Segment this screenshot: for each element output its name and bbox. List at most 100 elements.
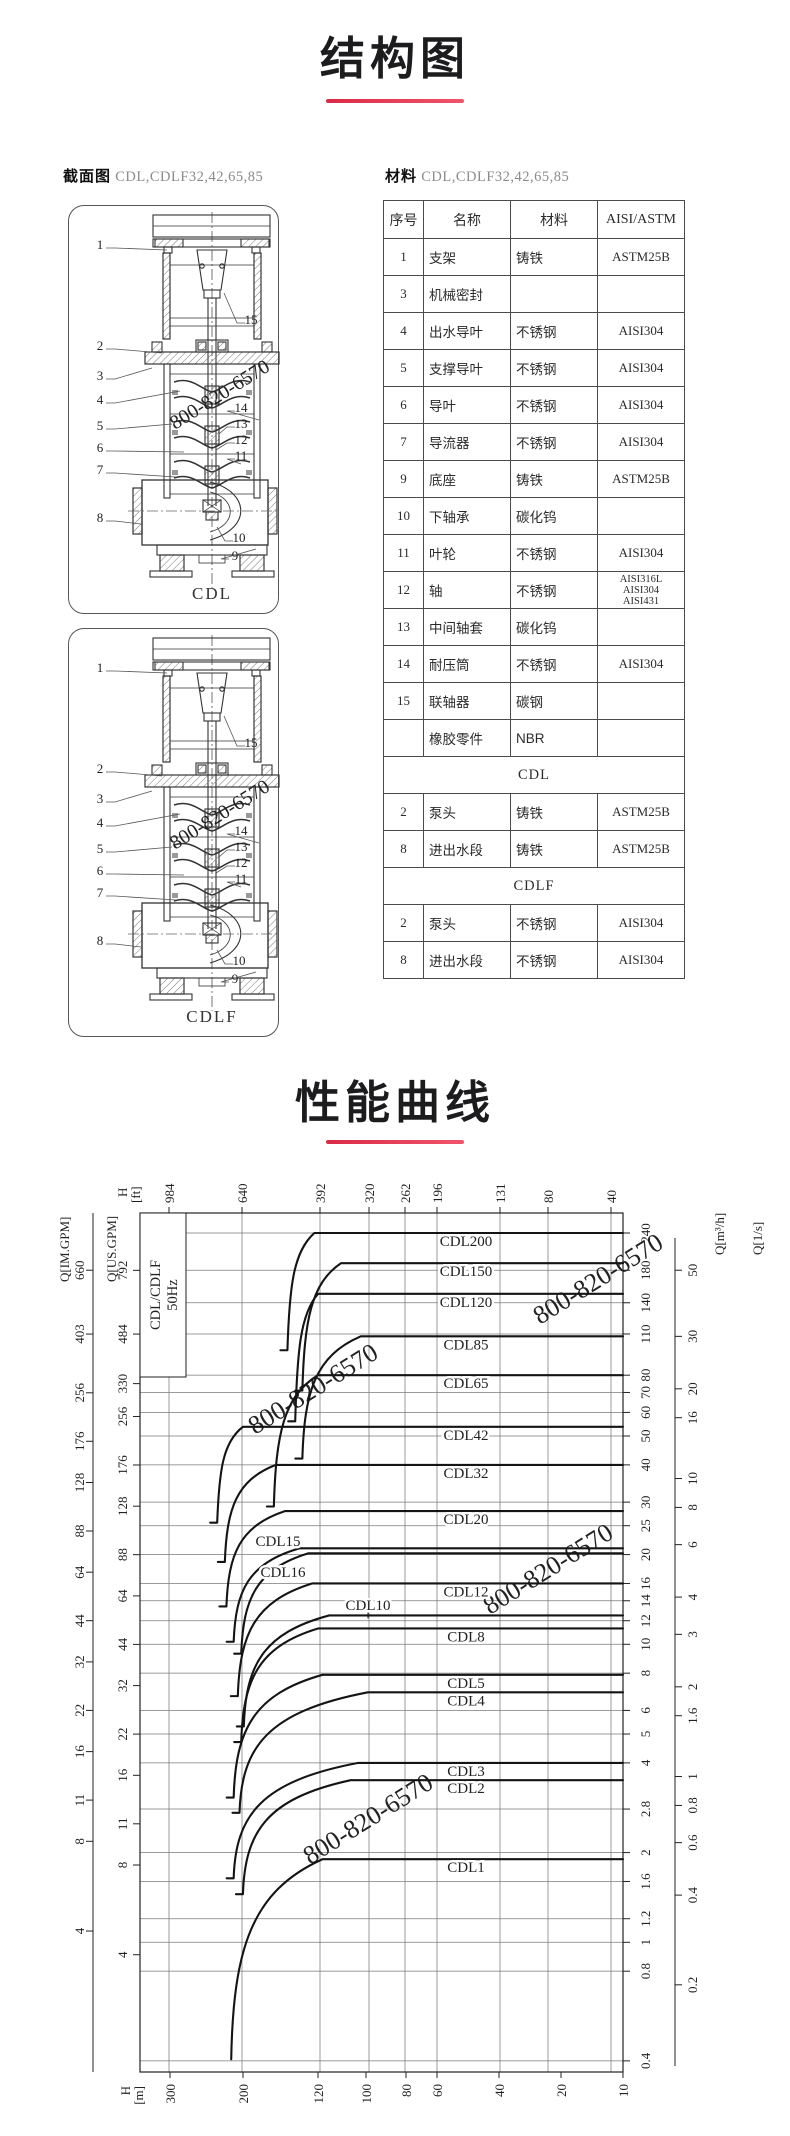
svg-text:1.6: 1.6	[638, 1873, 653, 1890]
svg-text:11: 11	[72, 1794, 87, 1807]
callout-number: 14	[235, 400, 249, 415]
materials-cell	[597, 608, 685, 646]
svg-text:Q[US.GPM]: Q[US.GPM]	[104, 1216, 119, 1282]
callout-number: 8	[97, 510, 104, 525]
svg-text:60: 60	[430, 2084, 445, 2097]
materials-cell: 下轴承	[423, 497, 511, 535]
svg-text:660: 660	[72, 1260, 87, 1280]
materials-cell: AISI304	[597, 312, 685, 350]
curve-label-CDL12: CDL12	[444, 1584, 489, 1600]
callout-number: 11	[235, 448, 248, 463]
svg-text:10: 10	[685, 1472, 700, 1485]
callout-number: 6	[97, 440, 104, 455]
materials-cell: 泵头	[423, 904, 511, 942]
svg-text:640: 640	[235, 1184, 250, 1204]
materials-cell: AISI304	[597, 349, 685, 387]
curve-label-CDL2: CDL2	[447, 1781, 485, 1797]
page-title-structure: 结构图	[319, 33, 470, 84]
svg-text:403: 403	[72, 1324, 87, 1344]
svg-text:16: 16	[685, 1411, 700, 1425]
curve-CDL32	[216, 1463, 625, 1563]
materials-col-header: 材料	[510, 200, 598, 239]
svg-text:10: 10	[638, 1638, 653, 1651]
curve-label-CDL200: CDL200	[440, 1234, 493, 1250]
materials-cell: 13	[383, 608, 424, 646]
svg-text:0.4: 0.4	[638, 2052, 653, 2069]
callout-number: 5	[97, 418, 104, 433]
materials-cell: 轴	[423, 571, 511, 609]
materials-cell: 铸铁	[510, 460, 598, 498]
materials-cell: 耐压筒	[423, 645, 511, 683]
svg-text:200: 200	[236, 2084, 251, 2104]
svg-text:300: 300	[163, 2084, 178, 2104]
materials-cell: 支架	[423, 238, 511, 276]
curve-label-CDL20: CDL20	[444, 1512, 489, 1528]
materials-cell: 不锈钢	[510, 349, 598, 387]
svg-text:120: 120	[311, 2084, 326, 2104]
svg-text:320: 320	[362, 1184, 377, 1204]
svg-text:16: 16	[115, 1768, 130, 1782]
curve-label-CDL4: CDL4	[447, 1693, 485, 1709]
callout-number: 9	[232, 548, 239, 563]
svg-text:44: 44	[115, 1637, 130, 1651]
materials-cell: 1	[383, 238, 424, 276]
svg-text:Q[m³/h]: Q[m³/h]	[712, 1213, 727, 1255]
materials-cell: 不锈钢	[510, 386, 598, 424]
svg-text:70: 70	[638, 1386, 653, 1399]
materials-col-header: 名称	[423, 200, 511, 239]
curve-label-CDL15: CDL15	[256, 1534, 301, 1550]
svg-text:4: 4	[72, 1927, 87, 1934]
curve-label-CDL120: CDL120	[440, 1295, 493, 1311]
materials-cell: 机械密封	[423, 275, 511, 313]
callout-number: 9	[232, 971, 239, 986]
curve-label-CDL32: CDL32	[444, 1466, 489, 1482]
materials-cell	[383, 719, 424, 757]
svg-text:10: 10	[616, 2084, 631, 2097]
svg-text:176: 176	[72, 1431, 87, 1451]
svg-text:128: 128	[72, 1473, 87, 1493]
section-view-header: 截面图 CDL,CDLF32,42,65,85	[63, 165, 263, 186]
materials-cell: 3	[383, 275, 424, 313]
watermark: 800-820-6570	[298, 1767, 438, 1870]
watermark: 800-820-6570	[243, 1337, 383, 1440]
callout-number: 2	[97, 761, 104, 776]
materials-cell: AISI304	[597, 645, 685, 683]
materials-cell: 不锈钢	[510, 645, 598, 683]
curve-CDL42	[209, 1425, 625, 1524]
materials-cell	[597, 682, 685, 720]
svg-text:5: 5	[638, 1731, 653, 1738]
materials-cell: 联轴器	[423, 682, 511, 720]
svg-text:50: 50	[638, 1430, 653, 1443]
materials-cell	[597, 275, 685, 313]
axes	[139, 1212, 624, 2073]
materials-cell: 不锈钢	[510, 904, 598, 942]
curve-label-CDL85: CDL85	[444, 1337, 489, 1353]
svg-text:1: 1	[638, 1939, 653, 1946]
materials-header: 材料 CDL,CDLF32,42,65,85	[385, 165, 569, 186]
cdl-caption: CDL	[192, 584, 232, 603]
materials-models: CDL,CDLF32,42,65,85	[421, 169, 570, 185]
materials-cell: ASTM25B	[597, 830, 685, 868]
callout-number: 4	[97, 392, 104, 407]
svg-text:20: 20	[685, 1382, 700, 1395]
materials-cell	[597, 497, 685, 535]
svg-text:80: 80	[638, 1369, 653, 1382]
page-title-performance: 性能曲线	[294, 1077, 495, 1128]
svg-text:180: 180	[638, 1260, 653, 1280]
svg-text:2: 2	[685, 1684, 700, 1691]
svg-text:0.8: 0.8	[638, 1963, 653, 1979]
curve-label-CDL3: CDL3	[447, 1764, 485, 1780]
svg-text:88: 88	[115, 1548, 130, 1561]
svg-text:80: 80	[541, 1190, 556, 1203]
svg-text:392: 392	[313, 1184, 328, 1204]
